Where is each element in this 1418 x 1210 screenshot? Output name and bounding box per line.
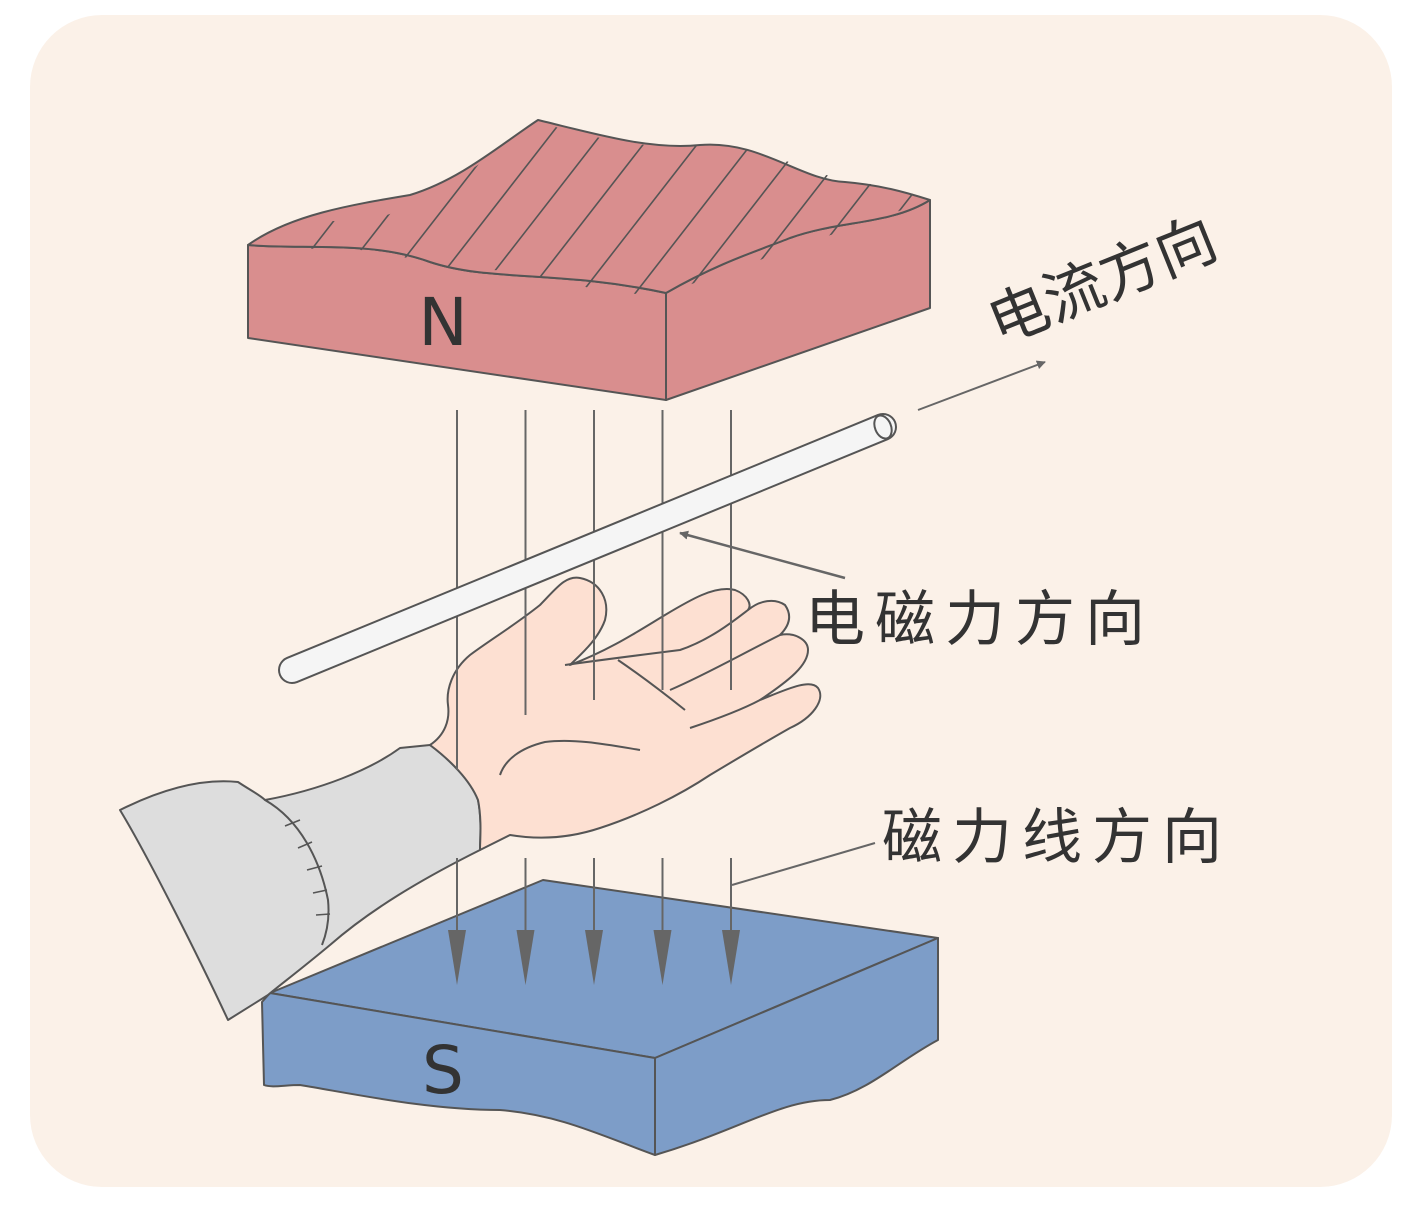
hand-outline	[429, 576, 822, 851]
force-direction-label: 电磁力方向	[805, 585, 1155, 655]
force-direction-arrow	[679, 530, 846, 580]
north-pole-label: N	[418, 284, 467, 361]
wire-end	[873, 414, 893, 440]
field-line-arrowhead-3	[585, 930, 603, 985]
wire-core	[280, 415, 895, 682]
current-wire	[278, 413, 897, 684]
north-magnet-top-face	[247, 119, 931, 294]
field-line-arrowhead-2	[516, 930, 535, 985]
finger-line-3	[689, 699, 761, 729]
south-magnet-side-face	[654, 937, 939, 1156]
field-line-arrowhead-1	[448, 930, 466, 985]
south-pole-label: S	[422, 1032, 464, 1109]
current-direction-arrow	[917, 360, 1046, 411]
south-magnet-front-face	[261, 992, 656, 1156]
palm-crease-2	[617, 659, 686, 711]
field-direction-label: 磁力线方向	[882, 803, 1232, 873]
north-magnet: N	[247, 119, 931, 401]
south-magnet: S	[261, 879, 939, 1156]
field-line-arrowhead-4	[653, 930, 672, 985]
magnetic-field-lines	[448, 410, 740, 985]
palm-crease	[499, 739, 641, 776]
field-direction-leader	[731, 842, 876, 886]
finger-line-2	[669, 634, 781, 691]
sleeve-cuff-folds	[284, 819, 331, 916]
field-line-arrowhead-5	[722, 930, 740, 985]
